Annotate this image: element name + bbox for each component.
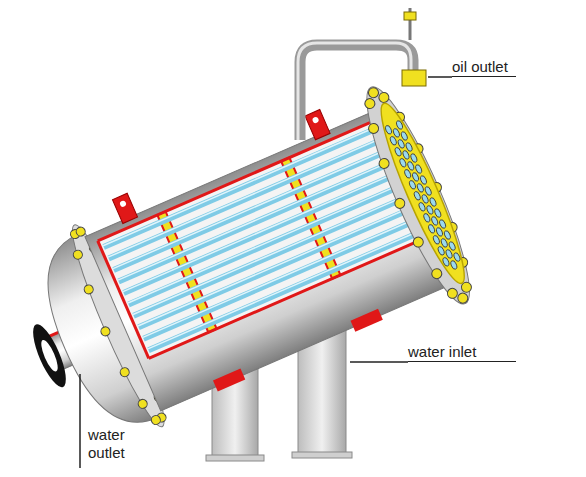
flange-bolt	[456, 292, 469, 305]
flange-bolt	[367, 86, 380, 99]
tube	[149, 230, 426, 350]
flange-bolt	[363, 97, 376, 110]
tube-end	[389, 136, 397, 146]
tube-end	[439, 219, 447, 229]
part-label: water outlet	[88, 426, 146, 462]
leader-line	[79, 374, 81, 468]
tube-end	[442, 257, 450, 267]
flange-bolt	[430, 267, 443, 280]
pipe-highlight	[298, 43, 411, 140]
tube-end	[453, 252, 461, 262]
tube-end	[404, 169, 412, 179]
cut-edge	[98, 119, 378, 241]
tube-end	[443, 230, 451, 240]
saddle-pad	[351, 309, 383, 332]
tube-end	[429, 197, 437, 207]
tube-end	[437, 246, 445, 256]
tube-end	[418, 202, 426, 212]
nozzle-bore	[38, 338, 61, 373]
flange-bolt	[378, 157, 391, 170]
tube-end	[415, 164, 423, 174]
tube-end	[408, 180, 416, 190]
lifting-lug	[305, 110, 330, 140]
tube-end	[419, 175, 427, 185]
flange-bolt	[119, 366, 131, 378]
lifting-lug	[112, 193, 137, 223]
vent-valve	[404, 12, 416, 20]
tube-end	[399, 158, 407, 168]
tube-end	[432, 235, 440, 245]
shell-flange	[351, 78, 485, 312]
tube	[144, 218, 421, 338]
flange-bolt	[72, 249, 84, 261]
flange-bolt	[83, 284, 95, 296]
tube-end	[413, 191, 421, 201]
flange-bolt	[367, 122, 380, 135]
flange-bolt	[75, 226, 87, 238]
tube-end	[400, 131, 408, 141]
lug-hole	[119, 200, 127, 208]
tube-highlight	[143, 217, 420, 337]
saddle-pad	[213, 369, 245, 392]
bypass-pipe	[300, 45, 413, 140]
tube-end	[384, 125, 392, 135]
flange-bolt	[100, 325, 112, 337]
flange-bolt	[137, 398, 149, 410]
part-label: oil outlet	[452, 58, 516, 77]
tube-end	[405, 142, 413, 152]
cut-edge	[98, 241, 149, 358]
exchanger-body	[0, 77, 488, 468]
tube-end	[410, 153, 418, 163]
flange-bolt	[446, 287, 459, 300]
tube-end	[395, 120, 403, 130]
leader-line	[428, 76, 452, 78]
tube-end	[423, 213, 431, 223]
part-label: water inlet	[408, 343, 516, 362]
lug-hole	[312, 116, 320, 124]
tube-sheet	[370, 98, 476, 290]
cut-edge	[149, 237, 429, 359]
tube-highlight	[138, 206, 415, 326]
tube	[139, 207, 416, 327]
tube-end	[424, 186, 432, 196]
tube-end	[448, 241, 456, 251]
flange-bolt	[377, 91, 390, 104]
support-foot	[206, 455, 264, 461]
oil-outlet-fitting	[402, 70, 426, 86]
tube-end	[427, 224, 435, 234]
tube-end	[394, 147, 402, 157]
shell	[85, 108, 456, 411]
flange-bolt	[150, 414, 162, 426]
flange-bolt	[393, 197, 406, 210]
support-foot	[292, 452, 352, 458]
tube-highlight	[148, 228, 425, 348]
leader-line	[350, 361, 408, 363]
flange-bolt	[412, 236, 425, 249]
tube-end	[434, 208, 442, 218]
